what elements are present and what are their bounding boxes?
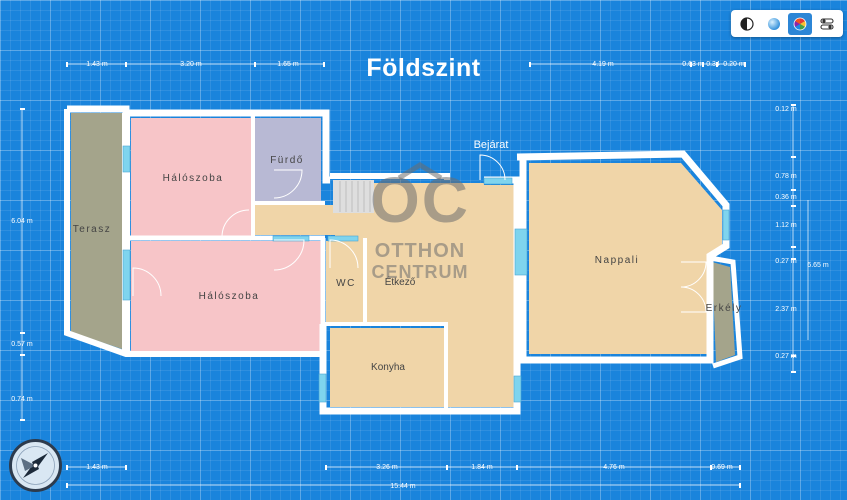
room-kitchen: [330, 328, 515, 407]
room-balcony: [712, 262, 735, 362]
dim-bottom-5: 0.69 m: [711, 464, 733, 471]
floor-title: Földszint: [366, 54, 481, 82]
dim-right-6: 2.37 m: [775, 306, 797, 313]
dim-bottom-3: 1.84 m: [471, 464, 493, 471]
dim-right-2: 0.78 m: [775, 173, 797, 180]
toggles-icon: [820, 17, 834, 30]
contrast-icon: [740, 16, 754, 31]
room-bedroom-2: [131, 241, 321, 351]
dim-left-2: 0.57 m: [11, 341, 33, 348]
dimension-ticks: [20, 62, 796, 488]
stairs-treads: [339, 181, 371, 212]
color-wheel-icon: [793, 17, 807, 30]
room-label-bedroom-2: Hálószoba: [199, 291, 260, 302]
dim-bottom-1: 1.43 m: [86, 464, 108, 471]
dim-right-3: 0.36 m: [775, 194, 797, 201]
view-toolbar: [731, 10, 843, 37]
dim-top-7: 0.20 m: [723, 61, 745, 68]
dim-top-4: 4.19 m: [592, 61, 614, 68]
dim-top-2: 3.20 m: [180, 61, 202, 68]
room-bathroom: [255, 118, 321, 202]
color-theme-button[interactable]: [788, 12, 813, 35]
dimension-lines: [21, 63, 809, 486]
dim-top-1: 1.43 m: [86, 61, 108, 68]
door-swings: [132, 154, 707, 313]
compass-icon[interactable]: [8, 438, 63, 493]
contrast-button[interactable]: [735, 13, 759, 35]
room-living: [529, 163, 722, 354]
dim-right-1: 0.12 m: [775, 106, 797, 113]
entrance-label: Bejárat: [474, 139, 509, 151]
stairs: [333, 180, 374, 213]
blue-theme-button[interactable]: [762, 13, 786, 35]
room-label-bedroom-1: Hálószoba: [163, 173, 224, 184]
settings-toggle-button[interactable]: [815, 13, 839, 35]
hallway: [255, 205, 335, 235]
dim-left-3: 0.74 m: [11, 396, 33, 403]
room-label-balcony: Erkély: [706, 303, 743, 314]
dim-right-4: 1.12 m: [775, 222, 797, 229]
room-label-terrace: Terasz: [73, 224, 111, 235]
dim-right-7: 0.27 m: [775, 353, 797, 360]
room-label-living: Nappali: [595, 255, 639, 266]
dim-bottom-4: 4.76 m: [603, 464, 625, 471]
blue-sphere-icon: [767, 17, 780, 30]
room-terrace: [71, 113, 122, 349]
room-label-wc: WC: [336, 278, 356, 289]
dim-top-6: 0.34: [706, 61, 720, 68]
dim-right-5: 0.27 m: [775, 258, 797, 265]
dim-bottom-2: 3.26 m: [376, 464, 398, 471]
windows: [122, 145, 730, 403]
dim-right-total: 6.65 m: [807, 262, 829, 269]
dim-left-1: 6.04 m: [11, 218, 33, 225]
dim-top-5: 0.63 m: [682, 61, 704, 68]
dim-top-3: 1.65 m: [277, 61, 299, 68]
room-label-dining: Étkező: [385, 275, 416, 288]
dim-bottom-total: 15.44 m: [390, 483, 415, 490]
room-label-bathroom: Fürdő: [270, 155, 304, 166]
room-label-kitchen: Konyha: [371, 362, 405, 373]
